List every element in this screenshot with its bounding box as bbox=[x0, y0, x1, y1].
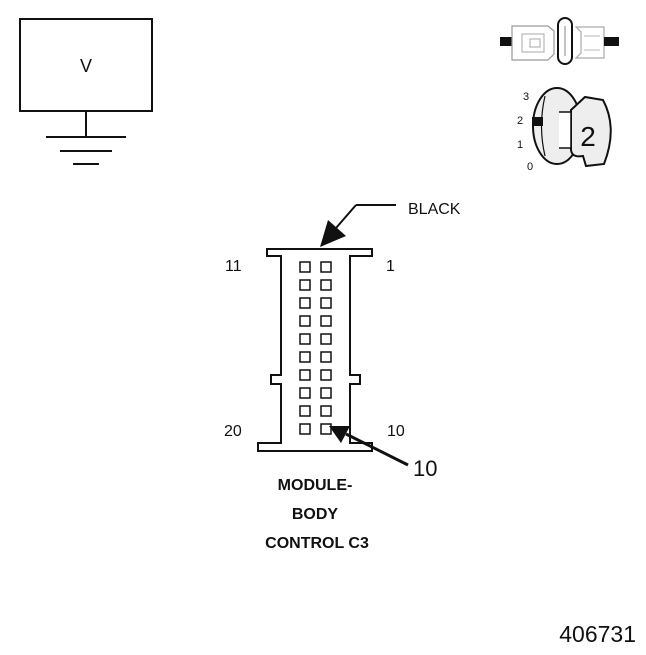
connector-outline bbox=[257, 248, 373, 452]
key-position-0: 0 bbox=[527, 161, 533, 173]
key-position-1: 1 bbox=[517, 139, 523, 151]
pin-cavity-8 bbox=[320, 387, 332, 399]
pin-cavity-9 bbox=[320, 405, 332, 417]
pin-cavity-5 bbox=[320, 333, 332, 345]
pin-cavity-17 bbox=[299, 369, 311, 381]
pin-cavity-13 bbox=[299, 297, 311, 309]
pin-cavity-11 bbox=[299, 261, 311, 273]
voltmeter-label: V bbox=[80, 56, 92, 76]
pin-cavity-7 bbox=[320, 369, 332, 381]
pin-cavity-16 bbox=[299, 351, 311, 363]
connector-disconnect-icon bbox=[500, 17, 619, 65]
pin-cavity-15 bbox=[299, 333, 311, 345]
pin-number-10: 10 bbox=[387, 423, 405, 440]
pin-grid bbox=[299, 261, 332, 435]
pin-cavity-3 bbox=[320, 297, 332, 309]
key-selected-position: 2 bbox=[580, 121, 596, 152]
pin-number-11: 11 bbox=[225, 258, 242, 275]
ignition-key-icon: 3 2 1 0 2 bbox=[517, 87, 612, 173]
key-position-2: 2 bbox=[517, 115, 523, 127]
pin-cavity-18 bbox=[299, 387, 311, 399]
pin-callout-arrowhead bbox=[329, 426, 350, 443]
pin-cavity-19 bbox=[299, 405, 311, 417]
pin-callout-label: 10 bbox=[413, 456, 437, 481]
connector-face: BLACK 11 1 20 10 10 MODULE- BODY CONTROL… bbox=[224, 201, 461, 552]
connector-title-line-2: BODY bbox=[292, 506, 339, 523]
connector-title-line-1: MODULE- bbox=[278, 477, 353, 494]
pin-cavity-1 bbox=[320, 261, 332, 273]
figure-number: 406731 bbox=[559, 621, 636, 647]
pin-callout-leader bbox=[345, 432, 409, 467]
connector-color-label: BLACK bbox=[408, 201, 461, 218]
pin-cavity-4 bbox=[320, 315, 332, 327]
pin-cavity-10 bbox=[320, 423, 332, 435]
pin-cavity-20 bbox=[299, 423, 311, 435]
pin-number-1: 1 bbox=[386, 258, 395, 275]
connector-title-line-3: CONTROL C3 bbox=[265, 535, 369, 552]
pin-cavity-12 bbox=[299, 279, 311, 291]
pin-number-20: 20 bbox=[224, 423, 242, 440]
pin-cavity-14 bbox=[299, 315, 311, 327]
pin-cavity-2 bbox=[320, 279, 332, 291]
ground-icon bbox=[46, 136, 126, 165]
color-callout-arrowhead bbox=[320, 220, 346, 247]
pin-cavity-6 bbox=[320, 351, 332, 363]
voltmeter-symbol: V bbox=[19, 18, 153, 165]
key-position-3: 3 bbox=[523, 91, 529, 103]
